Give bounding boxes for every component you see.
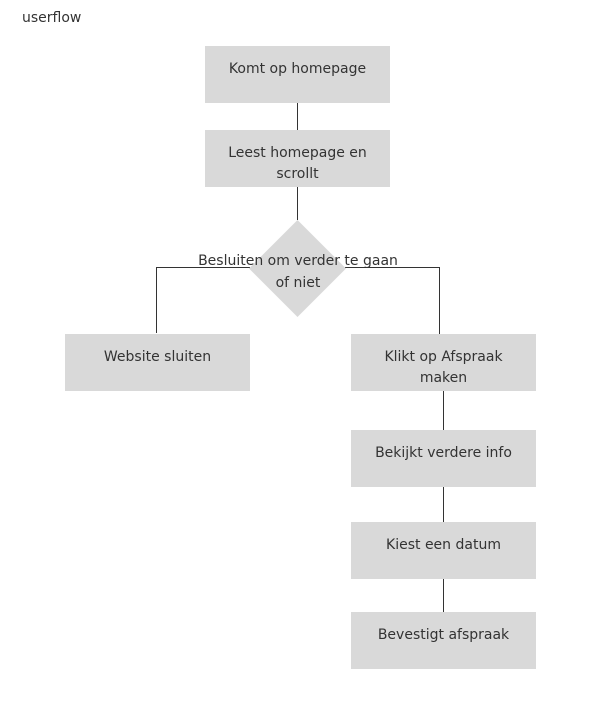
node-leest-homepage: Leest homepage en scrollt: [205, 130, 390, 187]
connector-decision-click: [345, 267, 440, 334]
connector-decision-close: [156, 267, 250, 333]
node-bekijkt-verdere-info: Bekijkt verdere info: [351, 430, 536, 487]
node-label: Leest homepage en scrollt: [228, 145, 367, 182]
node-label: Klikt op Afspraak maken: [384, 349, 503, 386]
node-label: Komt op homepage: [228, 61, 367, 77]
decision-diamond: [249, 220, 346, 317]
node-klikt-op-afspraak: Klikt op Afspraak maken: [351, 334, 536, 391]
node-label: Bevestigt afspraak: [377, 627, 510, 643]
node-website-sluiten: Website sluiten: [65, 334, 250, 391]
decision-label: Besluiten om verder te gaan of niet: [198, 253, 398, 291]
node-kiest-een-datum: Kiest een datum: [351, 522, 536, 579]
node-label: Website sluiten: [103, 349, 212, 365]
node-label: Bekijkt verdere info: [375, 445, 512, 461]
node-label: Kiest een datum: [386, 537, 501, 553]
node-komt-op-homepage: Komt op homepage: [205, 46, 390, 103]
node-bevestigt-afspraak: Bevestigt afspraak: [351, 612, 536, 669]
diagram-title: userflow: [22, 10, 82, 26]
